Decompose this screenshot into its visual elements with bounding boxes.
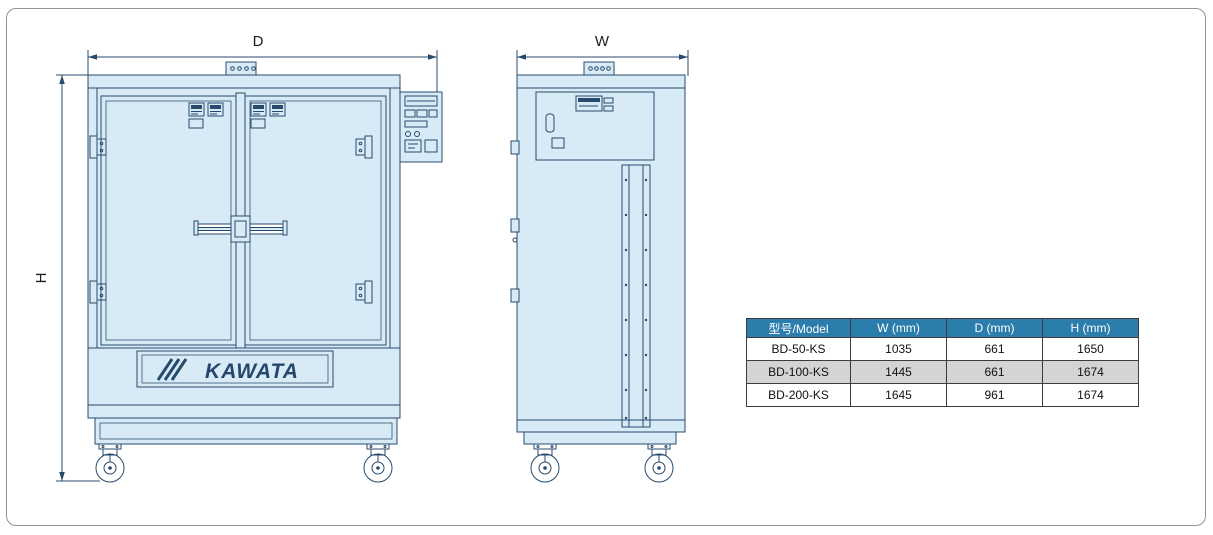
- cell-model: BD-200-KS: [746, 383, 851, 407]
- col-header-h: H (mm): [1042, 318, 1139, 338]
- cell-w: 1445: [850, 360, 947, 384]
- cell-w: 1645: [850, 383, 947, 407]
- cell-h: 1674: [1042, 360, 1139, 384]
- control-panel: [399, 91, 443, 163]
- side-control-box: [535, 91, 655, 161]
- col-header-d: D (mm): [946, 318, 1043, 338]
- table-row: BD-200-KS 1645 961 1674: [746, 383, 1139, 407]
- side-latch-icons: [510, 140, 520, 303]
- dim-w-label: W: [595, 33, 610, 50]
- kawata-logo: KAWATA: [205, 360, 299, 383]
- caster-wheel: [363, 443, 393, 483]
- cell-d: 661: [946, 360, 1043, 384]
- front-base: [87, 404, 401, 445]
- dimension-d: D: [87, 33, 438, 95]
- table-row: BD-50-KS 1035 661 1650: [746, 337, 1139, 361]
- cell-model: BD-50-KS: [746, 337, 851, 361]
- side-duct-channel: [621, 164, 651, 428]
- dimension-h: H: [33, 74, 100, 482]
- side-base: [517, 419, 685, 445]
- logo-panel: KAWATA: [136, 350, 334, 388]
- dimension-w: W: [516, 33, 689, 76]
- front-view: D H: [33, 33, 443, 483]
- caster-wheel: [530, 443, 560, 483]
- cell-model: BD-100-KS: [746, 360, 851, 384]
- cell-w: 1035: [850, 337, 947, 361]
- instrument-panel-icon: [250, 118, 266, 129]
- caster-wheel: [644, 443, 674, 483]
- vent-icon: [583, 61, 615, 76]
- door-latch-handle: [193, 215, 288, 243]
- col-header-w: W (mm): [850, 318, 947, 338]
- technical-drawing: D H: [33, 33, 689, 483]
- vent-icon: [225, 61, 257, 76]
- table-row: BD-100-KS 1445 661 1674: [746, 360, 1139, 384]
- side-cabinet-body: [516, 74, 686, 433]
- instrument-panel-icon: [188, 118, 204, 129]
- cell-h: 1650: [1042, 337, 1139, 361]
- caster-wheel: [95, 443, 125, 483]
- spec-table: 型号/Model W (mm) D (mm) H (mm) BD-50-KS 1…: [746, 318, 1139, 407]
- cell-h: 1674: [1042, 383, 1139, 407]
- dim-h-label: H: [33, 273, 50, 284]
- cell-d: 961: [946, 383, 1043, 407]
- col-header-model: 型号/Model: [746, 318, 851, 338]
- dim-d-label: D: [253, 33, 264, 50]
- cell-d: 661: [946, 337, 1043, 361]
- spec-table-header-row: 型号/Model W (mm) D (mm) H (mm): [746, 318, 1139, 338]
- side-view: W: [510, 33, 689, 483]
